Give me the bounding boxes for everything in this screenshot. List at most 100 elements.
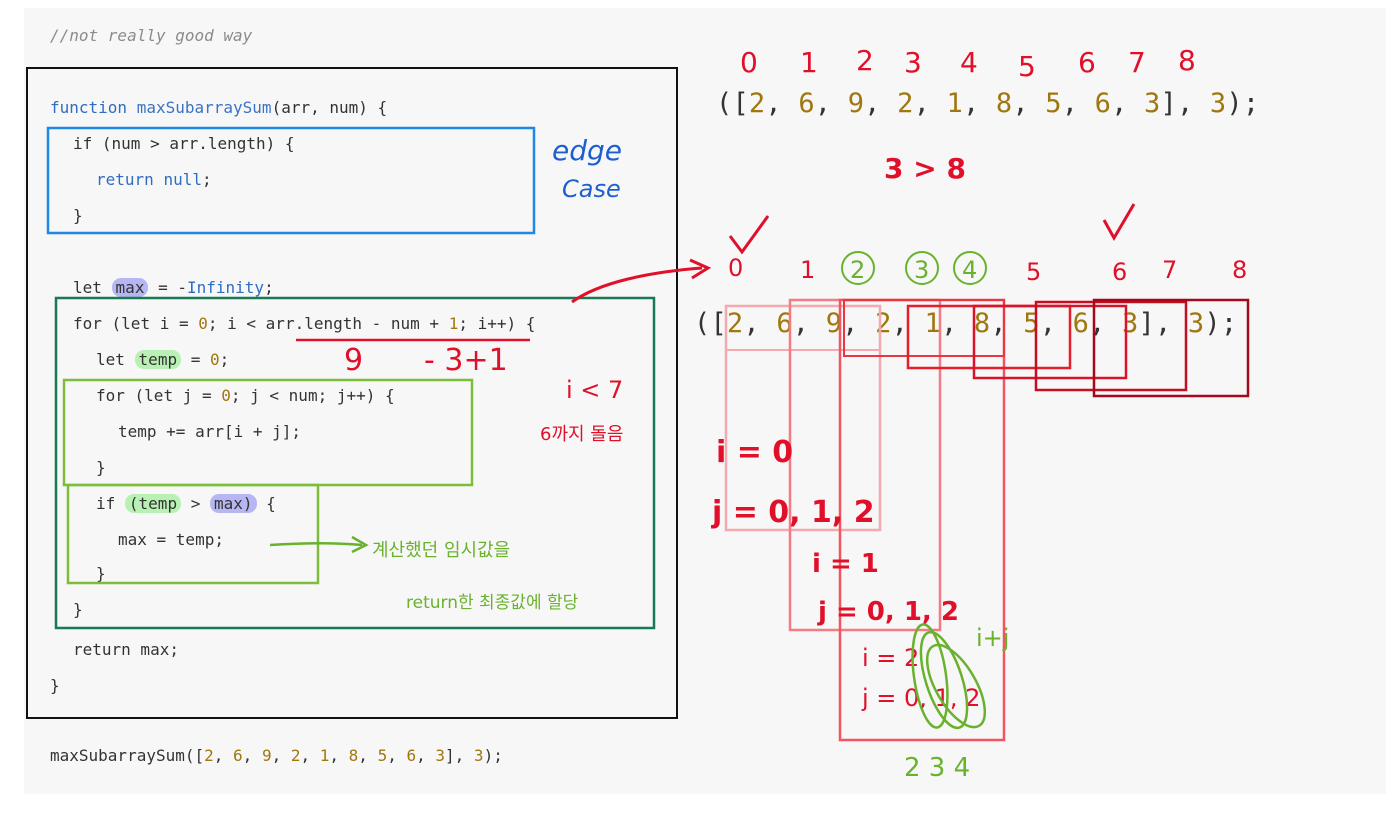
code-fragment: { — [256, 494, 276, 513]
bottom-index: 1 — [800, 256, 815, 284]
semicolon: ; — [264, 278, 274, 297]
keyword: let — [96, 350, 125, 369]
bottom-index: 3 — [914, 256, 929, 284]
window-cell-i2 — [843, 299, 1005, 357]
array-value: 9 — [825, 308, 843, 339]
code-line-for-inner: for (let j = 0; j < num; j++) { — [96, 386, 395, 405]
null-value: null — [163, 170, 202, 189]
call-value: 2 — [204, 746, 214, 765]
green-note-line-2: return한 최종값에 할당 — [406, 593, 579, 613]
number: 1 — [448, 314, 459, 333]
green-ellipse — [919, 630, 969, 730]
call-value: 1 — [319, 746, 330, 765]
sum-index-label: 2 3 4 — [904, 753, 970, 783]
code-line-for-outer: for (let i = 0; i < arr.length - num + 1… — [73, 314, 535, 333]
top-index: 4 — [960, 46, 978, 79]
array-value: 3 — [1144, 88, 1161, 119]
number: 0 — [221, 386, 231, 405]
array-num: 3 — [1209, 88, 1227, 119]
minus-three-plus-one-label: - 3+1 — [424, 343, 508, 378]
function-params: (arr, num) { — [271, 98, 388, 117]
call-value: 2 — [290, 746, 301, 765]
array-value: 2 — [897, 88, 914, 119]
window-box-i3 — [906, 304, 1072, 370]
array-value: 6 — [798, 88, 815, 119]
array-value: 8 — [973, 308, 991, 339]
call-value: 5 — [377, 746, 388, 765]
i2-label: i = 2 — [862, 644, 919, 672]
check-icon — [728, 215, 770, 255]
top-index: 7 — [1128, 46, 1146, 79]
bottom-index: 7 — [1162, 256, 1177, 284]
bottom-index: 6 — [1112, 258, 1127, 286]
nine-label: 9 — [344, 343, 363, 378]
top-index: 6 — [1078, 46, 1096, 79]
code-line-function: function maxSubarraySum(arr, num) { — [50, 98, 387, 117]
call-value: 8 — [348, 746, 359, 765]
j012-label-a: j = 0, 1, 2 — [711, 495, 875, 530]
green-note-line-1: 계산했던 임시값을 — [372, 540, 510, 561]
code-line-max-assign: max = temp; — [118, 530, 224, 549]
array-open: ([ — [694, 308, 727, 339]
code-fragment: ; j < num; j++) { — [230, 386, 395, 405]
code-line-if-edge: if (num > arr.length) { — [73, 134, 295, 153]
index-circle — [905, 251, 939, 285]
if-condition: if (num > arr.length) { — [73, 134, 295, 153]
infinity-value: Infinity — [187, 278, 265, 297]
assign: = — [190, 350, 210, 369]
top-index: 0 — [740, 46, 758, 79]
case-label: Case — [562, 175, 621, 203]
j012-label-b: j = 0, 1, 2 — [817, 597, 959, 627]
top-index: 8 — [1178, 44, 1196, 77]
top-index: 5 — [1018, 50, 1036, 83]
i0-label: i = 0 — [716, 435, 793, 470]
array-mid: ], — [1138, 308, 1188, 339]
green-arrow-head — [351, 535, 369, 554]
function-name: maxSubarraySum — [136, 98, 272, 117]
array-value: 2 — [726, 308, 744, 339]
code-line-close-if2: } — [96, 564, 106, 583]
array-mid: ], — [1160, 88, 1210, 119]
window-box-i6 — [1092, 298, 1250, 398]
array-value: 6 — [776, 308, 793, 339]
code-line-if-max: if (temp > max) { — [96, 494, 276, 513]
call-name: maxSubarraySum([ — [50, 746, 205, 765]
number: 0 — [198, 314, 208, 333]
assign: = - — [158, 278, 187, 297]
window-box-i5 — [1034, 300, 1188, 392]
top-index: 1 — [800, 46, 818, 79]
temp-highlight: (temp — [124, 494, 182, 513]
call-value: 9 — [261, 746, 272, 765]
arrow-line — [571, 266, 703, 304]
code-line-return-null: return null; — [96, 170, 212, 189]
keyword: function — [50, 98, 128, 117]
call-tail: ); — [483, 746, 503, 765]
index-circle — [841, 251, 875, 285]
keyword: let — [73, 278, 102, 297]
i-plus-j-label: i+j — [976, 624, 1009, 652]
call-num: 3 — [473, 746, 484, 765]
window-box-i4 — [972, 304, 1128, 380]
array-open: ([ — [716, 88, 749, 119]
array-num: 3 — [1187, 308, 1205, 339]
if-max-box — [66, 483, 320, 585]
i1-label: i = 1 — [812, 549, 879, 579]
keyword: return — [96, 170, 154, 189]
edge-label: edge — [552, 134, 622, 167]
array-value: 5 — [1045, 88, 1062, 119]
code-comment: //not really good way — [50, 26, 253, 45]
call-value: 3 — [435, 746, 446, 765]
keyword: for — [73, 314, 102, 333]
compare-label: 3 > 8 — [884, 152, 966, 185]
six-round-label: 6까지 돌음 — [540, 424, 623, 445]
array-bottom: ([2, 6, 9, 2, 1, 8, 5, 6, 3], 3); — [694, 308, 1238, 339]
code-panel — [24, 8, 1386, 794]
keyword: if — [96, 494, 116, 513]
index-circle — [953, 251, 987, 285]
edge-case-box — [46, 126, 536, 235]
temp-variable: temp — [134, 350, 182, 369]
max-highlight: max) — [210, 494, 257, 513]
function-outline-box — [26, 67, 678, 719]
top-index: 2 — [856, 44, 874, 77]
